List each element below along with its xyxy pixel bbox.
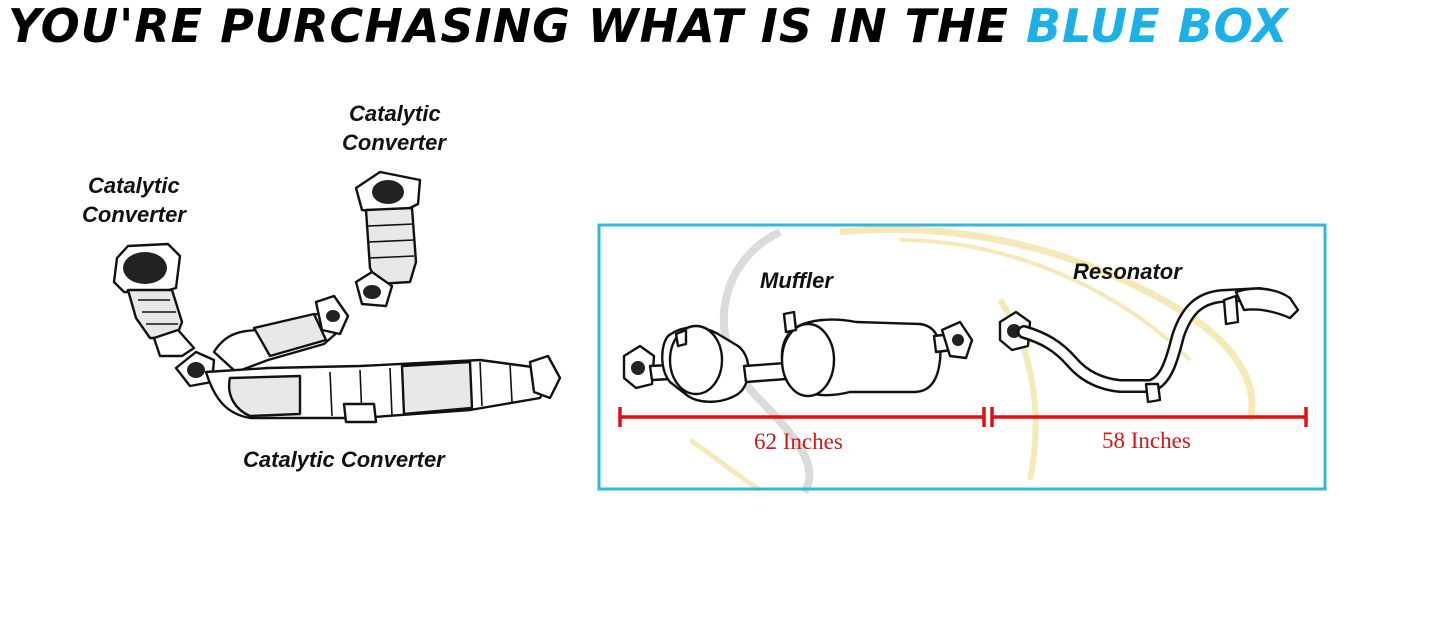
dimension-muffler-label: 62 Inches	[754, 429, 843, 454]
resonator	[998, 287, 1300, 404]
label-resonator: Resonator	[1073, 259, 1183, 284]
dimension-muffler	[618, 407, 986, 427]
y-pipe-assembly	[174, 294, 562, 424]
label-cat-bottom: Catalytic Converter	[243, 447, 446, 472]
headline-highlight: BLUE BOX	[1025, 0, 1289, 53]
catalytic-converter-top	[354, 170, 422, 308]
headline: YOU'RE PURCHASING WHAT IS IN THE BLUE BO…	[8, 0, 1438, 52]
headline-prefix: YOU'RE PURCHASING WHAT IS IN THE	[8, 0, 1026, 53]
dimension-resonator-label: 58 Inches	[1102, 428, 1191, 453]
label-cat-left-line1: Catalytic	[88, 173, 180, 198]
label-muffler: Muffler	[760, 268, 834, 293]
label-cat-left-line2: Converter	[82, 202, 187, 227]
label-cat-top-line1: Catalytic	[349, 101, 441, 126]
muffler	[622, 310, 974, 403]
label-cat-top-line2: Converter	[342, 130, 447, 155]
catalytic-converter-left	[112, 242, 196, 358]
dimension-resonator	[990, 407, 1308, 427]
blue-box	[597, 223, 1327, 491]
